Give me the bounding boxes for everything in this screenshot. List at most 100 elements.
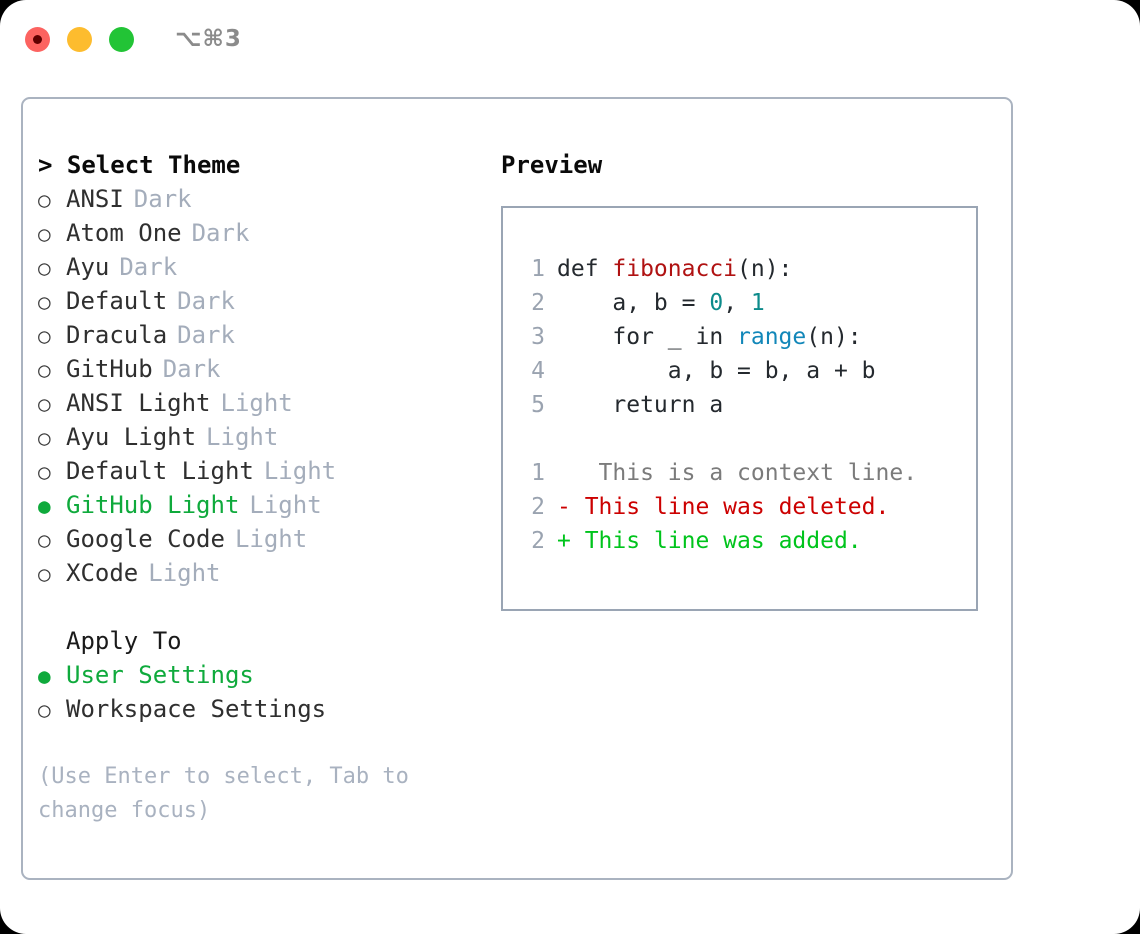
theme-option-github[interactable]: ○ GitHub Dark xyxy=(38,352,488,386)
theme-option-label: XCode xyxy=(66,559,139,587)
code-token-call: range xyxy=(737,324,807,350)
code-token-num: 0 xyxy=(709,290,724,316)
radio-unselected-icon: ○ xyxy=(38,392,51,416)
theme-option-variant-tag: Light xyxy=(220,389,293,417)
radio-unselected-icon: ○ xyxy=(38,324,51,348)
page-title: > Select Theme xyxy=(38,151,241,179)
theme-option-github-light[interactable]: ● GitHub Light Light xyxy=(38,488,488,522)
keyboard-shortcut-label: ⌥⌘3 xyxy=(175,26,242,52)
theme-option-variant-tag: Dark xyxy=(177,287,235,315)
theme-option-variant-tag: Dark xyxy=(162,355,221,383)
apply-to-title: Apply To xyxy=(66,627,182,655)
apply-to-option-user-settings[interactable]: ● User Settings xyxy=(38,658,488,692)
theme-option-google-code[interactable]: ○ Google Code Light xyxy=(38,522,488,556)
line-number: 2 xyxy=(531,528,545,554)
radio-unselected-icon: ○ xyxy=(38,256,51,280)
code-token-plain: return a xyxy=(557,392,724,418)
close-button[interactable] xyxy=(25,26,50,52)
apply-to-option-label: User Settings xyxy=(66,661,254,689)
theme-option-label: Dracula xyxy=(66,321,168,349)
code-token-plain: (n): xyxy=(806,324,862,350)
diff-marker-icon: + xyxy=(557,528,571,554)
theme-option-variant-tag: Light xyxy=(234,525,308,553)
radio-unselected-icon: ○ xyxy=(38,426,51,450)
diff-text: This is a context line. xyxy=(570,460,918,486)
line-number: 2 xyxy=(531,290,545,316)
code-token-plain: , xyxy=(723,290,751,316)
radio-unselected-icon: ○ xyxy=(38,188,51,212)
diff-line-added: 2 + This line was added. xyxy=(521,524,976,558)
radio-unselected-icon: ○ xyxy=(38,698,51,722)
radio-unselected-icon: ○ xyxy=(38,562,51,586)
line-number: 1 xyxy=(531,256,545,282)
radio-selected-icon: ● xyxy=(38,664,51,688)
minimize-button[interactable] xyxy=(67,26,92,52)
theme-option-variant-tag: Dark xyxy=(133,185,192,213)
code-token-plain: def xyxy=(557,256,613,282)
code-text: a, b = b, a + b xyxy=(557,354,876,388)
maximize-button[interactable] xyxy=(109,26,134,52)
theme-option-variant-tag: Light xyxy=(249,491,322,519)
code-token-num: 1 xyxy=(750,290,765,316)
theme-option-variant-tag: Dark xyxy=(191,219,250,247)
preview-title: Preview xyxy=(501,151,603,179)
theme-option-ayu[interactable]: ○ Ayu Dark xyxy=(38,250,488,284)
diff-text: This line was deleted. xyxy=(570,494,890,520)
window-controls xyxy=(25,26,134,52)
theme-option-label: GitHub Light xyxy=(66,491,240,519)
theme-option-ansi[interactable]: ○ ANSI Dark xyxy=(38,182,488,216)
code-line: 4 a, b = b, a + b xyxy=(521,354,976,388)
line-number: 2 xyxy=(531,494,545,520)
theme-option-label: GitHub xyxy=(66,355,153,383)
apply-to-section: Apply To ● User Settings ○Workspace Settin… xyxy=(38,624,488,726)
radio-unselected-icon: ○ xyxy=(38,460,51,484)
code-text: return a xyxy=(557,388,723,422)
title-bar: ⌥⌘3 xyxy=(0,0,1140,78)
theme-option-label: Ayu xyxy=(66,253,110,281)
line-number: 3 xyxy=(531,324,545,350)
theme-option-label: Atom One xyxy=(66,219,182,247)
diff-text: This line was added. xyxy=(570,528,862,554)
code-token-fn: fibonacci xyxy=(612,256,738,282)
diff-line-deleted: 2- This line was deleted. xyxy=(521,490,976,524)
code-line: 1 def fibonacci(n): xyxy=(521,252,976,286)
theme-option-ansi-light[interactable]: ○ ANSI Light Light xyxy=(38,386,488,420)
radio-selected-icon: ● xyxy=(38,494,51,518)
theme-option-label: Default xyxy=(66,287,168,315)
code-text: a, b = 0, 1 xyxy=(557,286,765,320)
theme-option-label: Ayu Light xyxy=(66,423,197,451)
code-text: for _ in range(n): xyxy=(557,320,862,354)
keyboard-hint-text: (Use Enter to select, Tab to change focu… xyxy=(38,764,409,823)
diff-marker-icon xyxy=(557,456,571,490)
code-line: 5 return a xyxy=(521,388,976,422)
code-diff-separator xyxy=(521,422,976,456)
theme-option-label: Google Code xyxy=(66,525,225,553)
code-token-plain: (n): xyxy=(737,256,793,282)
code-token-plain: for _ in xyxy=(557,324,738,350)
code-token-plain: a, b = xyxy=(557,290,710,316)
code-token-plain: a, b = b, a + b xyxy=(557,358,876,384)
apply-to-option-workspace-settings[interactable]: ○Workspace Settings xyxy=(38,692,488,726)
theme-option-label: Default Light xyxy=(66,457,254,485)
code-line: 2 a, b = 0, 1 xyxy=(521,286,976,320)
theme-option-label: ANSI xyxy=(66,185,124,213)
diff-line-context: 1 This is a context line. xyxy=(521,456,976,490)
theme-option-label: ANSI Light xyxy=(66,389,211,417)
line-number: 1 xyxy=(531,460,545,486)
radio-unselected-icon: ○ xyxy=(38,528,51,552)
line-number: 4 xyxy=(531,358,545,384)
theme-option-variant-tag: Dark xyxy=(119,253,178,281)
radio-unselected-icon: ○ xyxy=(38,358,51,382)
